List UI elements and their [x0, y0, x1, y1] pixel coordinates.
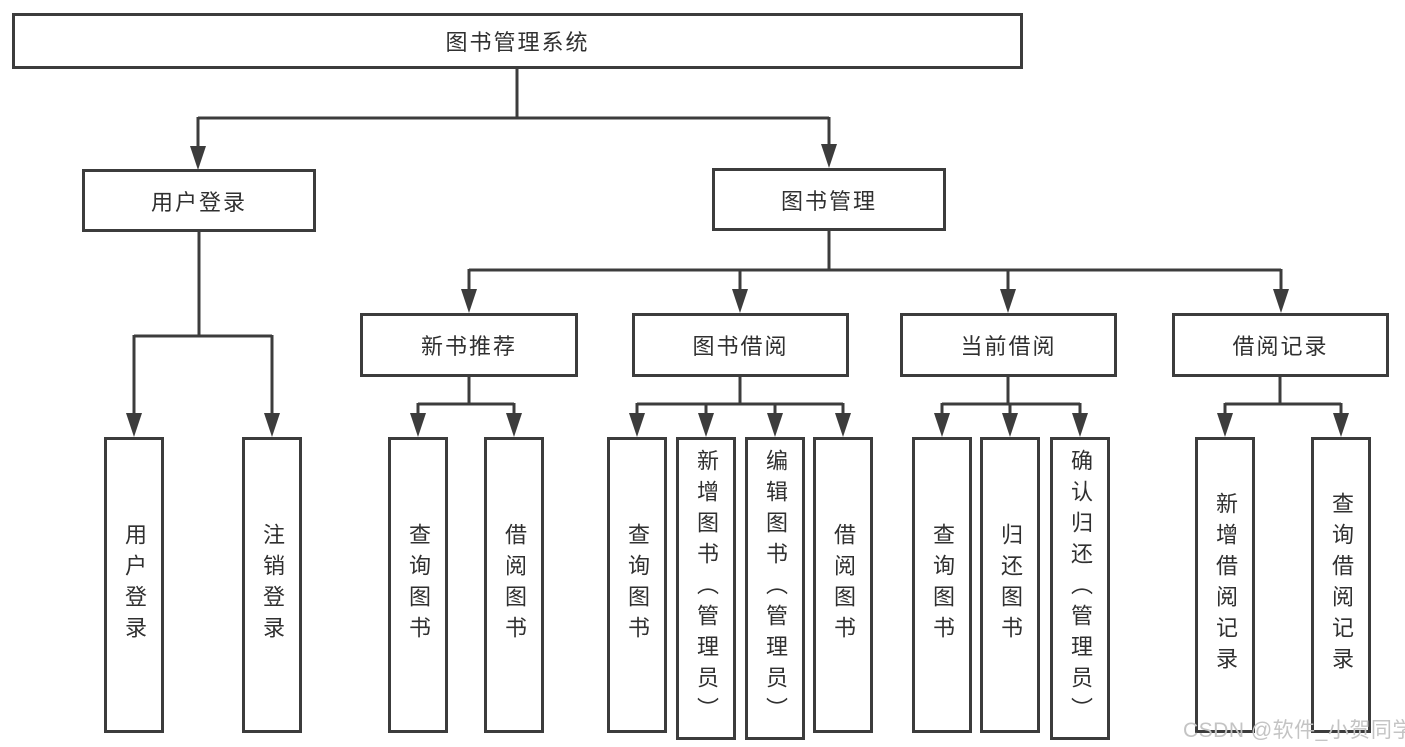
node-book-manage-label: 图书管理 — [780, 188, 877, 214]
leaf-newbooks-query-label: 查询图书 — [406, 523, 431, 647]
leaf-records-query-label: 查询借阅记录 — [1329, 492, 1354, 678]
leaf-current-return: 归还图书 — [980, 437, 1040, 733]
leaf-current-confirm-admin-label: 确认归还（管理员） — [1068, 449, 1093, 728]
leaf-borrow-book-label: 借阅图书 — [831, 523, 856, 647]
leaf-current-confirm-admin: 确认归还（管理员） — [1050, 437, 1110, 740]
leaf-current-return-label: 归还图书 — [998, 523, 1023, 647]
node-user-login: 用户登录 — [82, 169, 316, 232]
leaf-borrow-query-label: 查询图书 — [625, 523, 650, 647]
leaf-logout: 注销登录 — [242, 437, 302, 733]
leaf-borrow-add-admin: 新增图书（管理员） — [676, 437, 736, 740]
leaf-user-login: 用户登录 — [104, 437, 164, 733]
node-book-manage: 图书管理 — [712, 168, 946, 231]
leaf-logout-label: 注销登录 — [260, 523, 285, 647]
node-new-book-recommend-label: 新书推荐 — [420, 334, 517, 359]
leaf-borrow-query: 查询图书 — [607, 437, 667, 733]
node-current-borrow: 当前借阅 — [900, 313, 1117, 377]
leaf-records-add-label: 新增借阅记录 — [1213, 492, 1238, 678]
node-current-borrow-label: 当前借阅 — [960, 334, 1057, 359]
leaf-records-query: 查询借阅记录 — [1311, 437, 1371, 733]
leaf-borrow-edit-admin: 编辑图书（管理员） — [745, 437, 805, 740]
leaf-newbooks-borrow-label: 借阅图书 — [502, 523, 527, 647]
node-book-borrow-label: 图书借阅 — [692, 334, 789, 359]
node-new-book-recommend: 新书推荐 — [360, 313, 578, 377]
node-user-login-label: 用户登录 — [150, 189, 247, 215]
leaf-current-query-label: 查询图书 — [930, 523, 955, 647]
node-book-borrow: 图书借阅 — [632, 313, 849, 377]
leaf-records-add: 新增借阅记录 — [1195, 437, 1255, 733]
node-root-label: 图书管理系统 — [445, 30, 590, 55]
node-root-system: 图书管理系统 — [12, 13, 1023, 69]
leaf-user-login-label: 用户登录 — [122, 523, 147, 647]
node-borrow-records-label: 借阅记录 — [1232, 334, 1329, 359]
leaf-borrow-book: 借阅图书 — [813, 437, 873, 733]
csdn-watermark: CSDN @软件_小贺同学 — [1183, 719, 1405, 742]
node-borrow-records: 借阅记录 — [1172, 313, 1389, 377]
leaf-borrow-edit-admin-label: 编辑图书（管理员） — [763, 449, 788, 728]
leaf-current-query: 查询图书 — [912, 437, 972, 733]
leaf-borrow-add-admin-label: 新增图书（管理员） — [694, 449, 719, 728]
leaf-newbooks-query: 查询图书 — [388, 437, 448, 733]
leaf-newbooks-borrow: 借阅图书 — [484, 437, 544, 733]
